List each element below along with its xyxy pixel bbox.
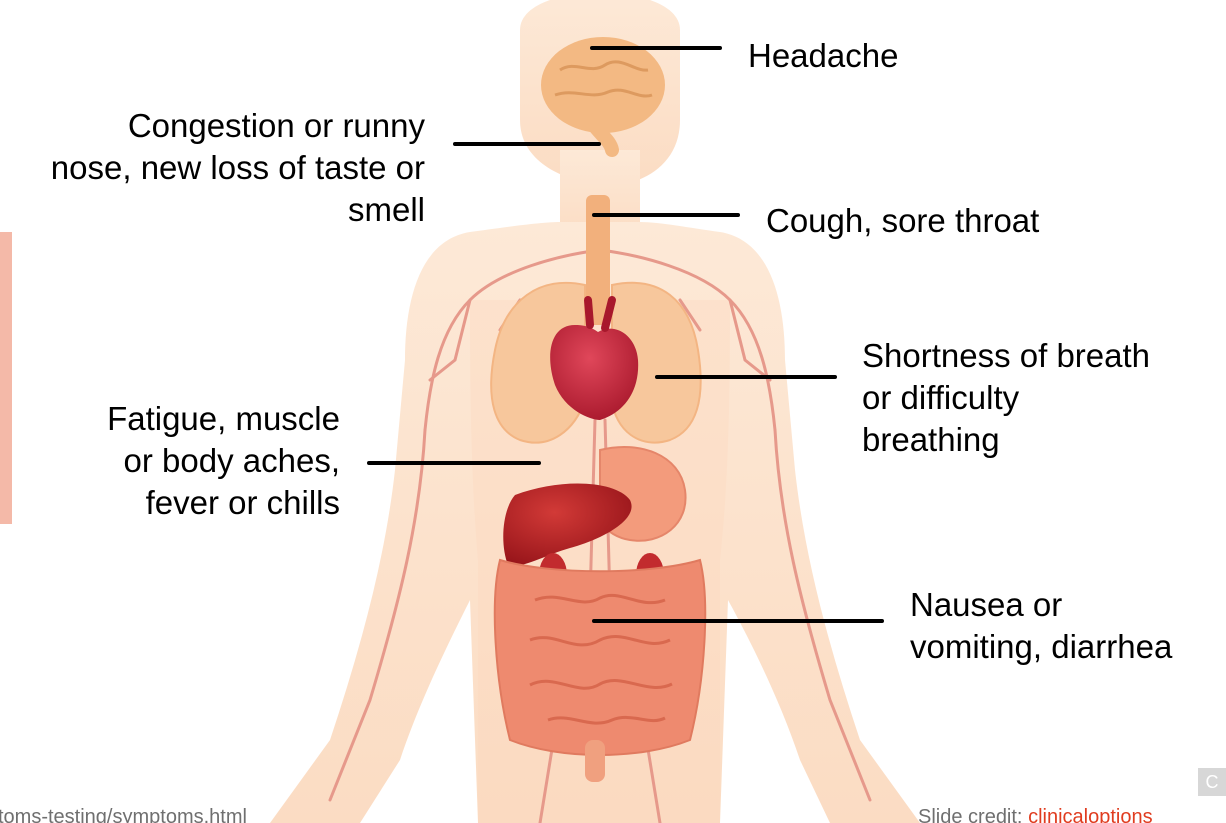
slide-credit: Slide credit: clinicaloptions	[918, 805, 1153, 823]
congestion-label-line: nose, new loss of taste or	[0, 147, 425, 189]
congestion-label-line: Congestion or runny	[0, 105, 425, 147]
headache-label-line: Headache	[748, 35, 898, 77]
cough-leader-line	[592, 213, 740, 217]
slide-credit-prefix: Slide credit:	[918, 806, 1028, 823]
fatigue-leader-line	[367, 461, 541, 465]
fatigue-label-line: Fatigue, muscle	[40, 398, 340, 440]
nausea-label: Nausea or vomiting, diarrhea	[910, 584, 1172, 668]
cough-label-line: Cough, sore throat	[766, 200, 1039, 242]
corner-logo-icon: C	[1198, 768, 1226, 796]
source-url-fragment[interactable]: toms-testing/symptoms.html	[0, 805, 247, 823]
nausea-label-line: Nausea or	[910, 584, 1172, 626]
headache-leader-line	[590, 46, 722, 50]
congestion-label-line: smell	[0, 189, 425, 231]
fatigue-label-line: fever or chills	[40, 482, 340, 524]
shortness-label: Shortness of breath or difficulty breath…	[862, 335, 1150, 461]
shortness-label-line: breathing	[862, 419, 1150, 461]
shortness-leader-line	[655, 375, 837, 379]
congestion-label: Congestion or runny nose, new loss of ta…	[0, 105, 425, 231]
shortness-label-line: or difficulty	[862, 377, 1150, 419]
headache-label: Headache	[748, 35, 898, 77]
nausea-leader-line	[592, 619, 884, 623]
shortness-label-line: Shortness of breath	[862, 335, 1150, 377]
nausea-label-line: vomiting, diarrhea	[910, 626, 1172, 668]
accent-bar	[0, 232, 12, 524]
cough-label: Cough, sore throat	[766, 200, 1039, 242]
congestion-leader-line	[453, 142, 601, 146]
fatigue-label: Fatigue, muscle or body aches, fever or …	[40, 398, 340, 524]
slide-credit-link[interactable]: clinicaloptions	[1028, 806, 1153, 823]
fatigue-label-line: or body aches,	[40, 440, 340, 482]
